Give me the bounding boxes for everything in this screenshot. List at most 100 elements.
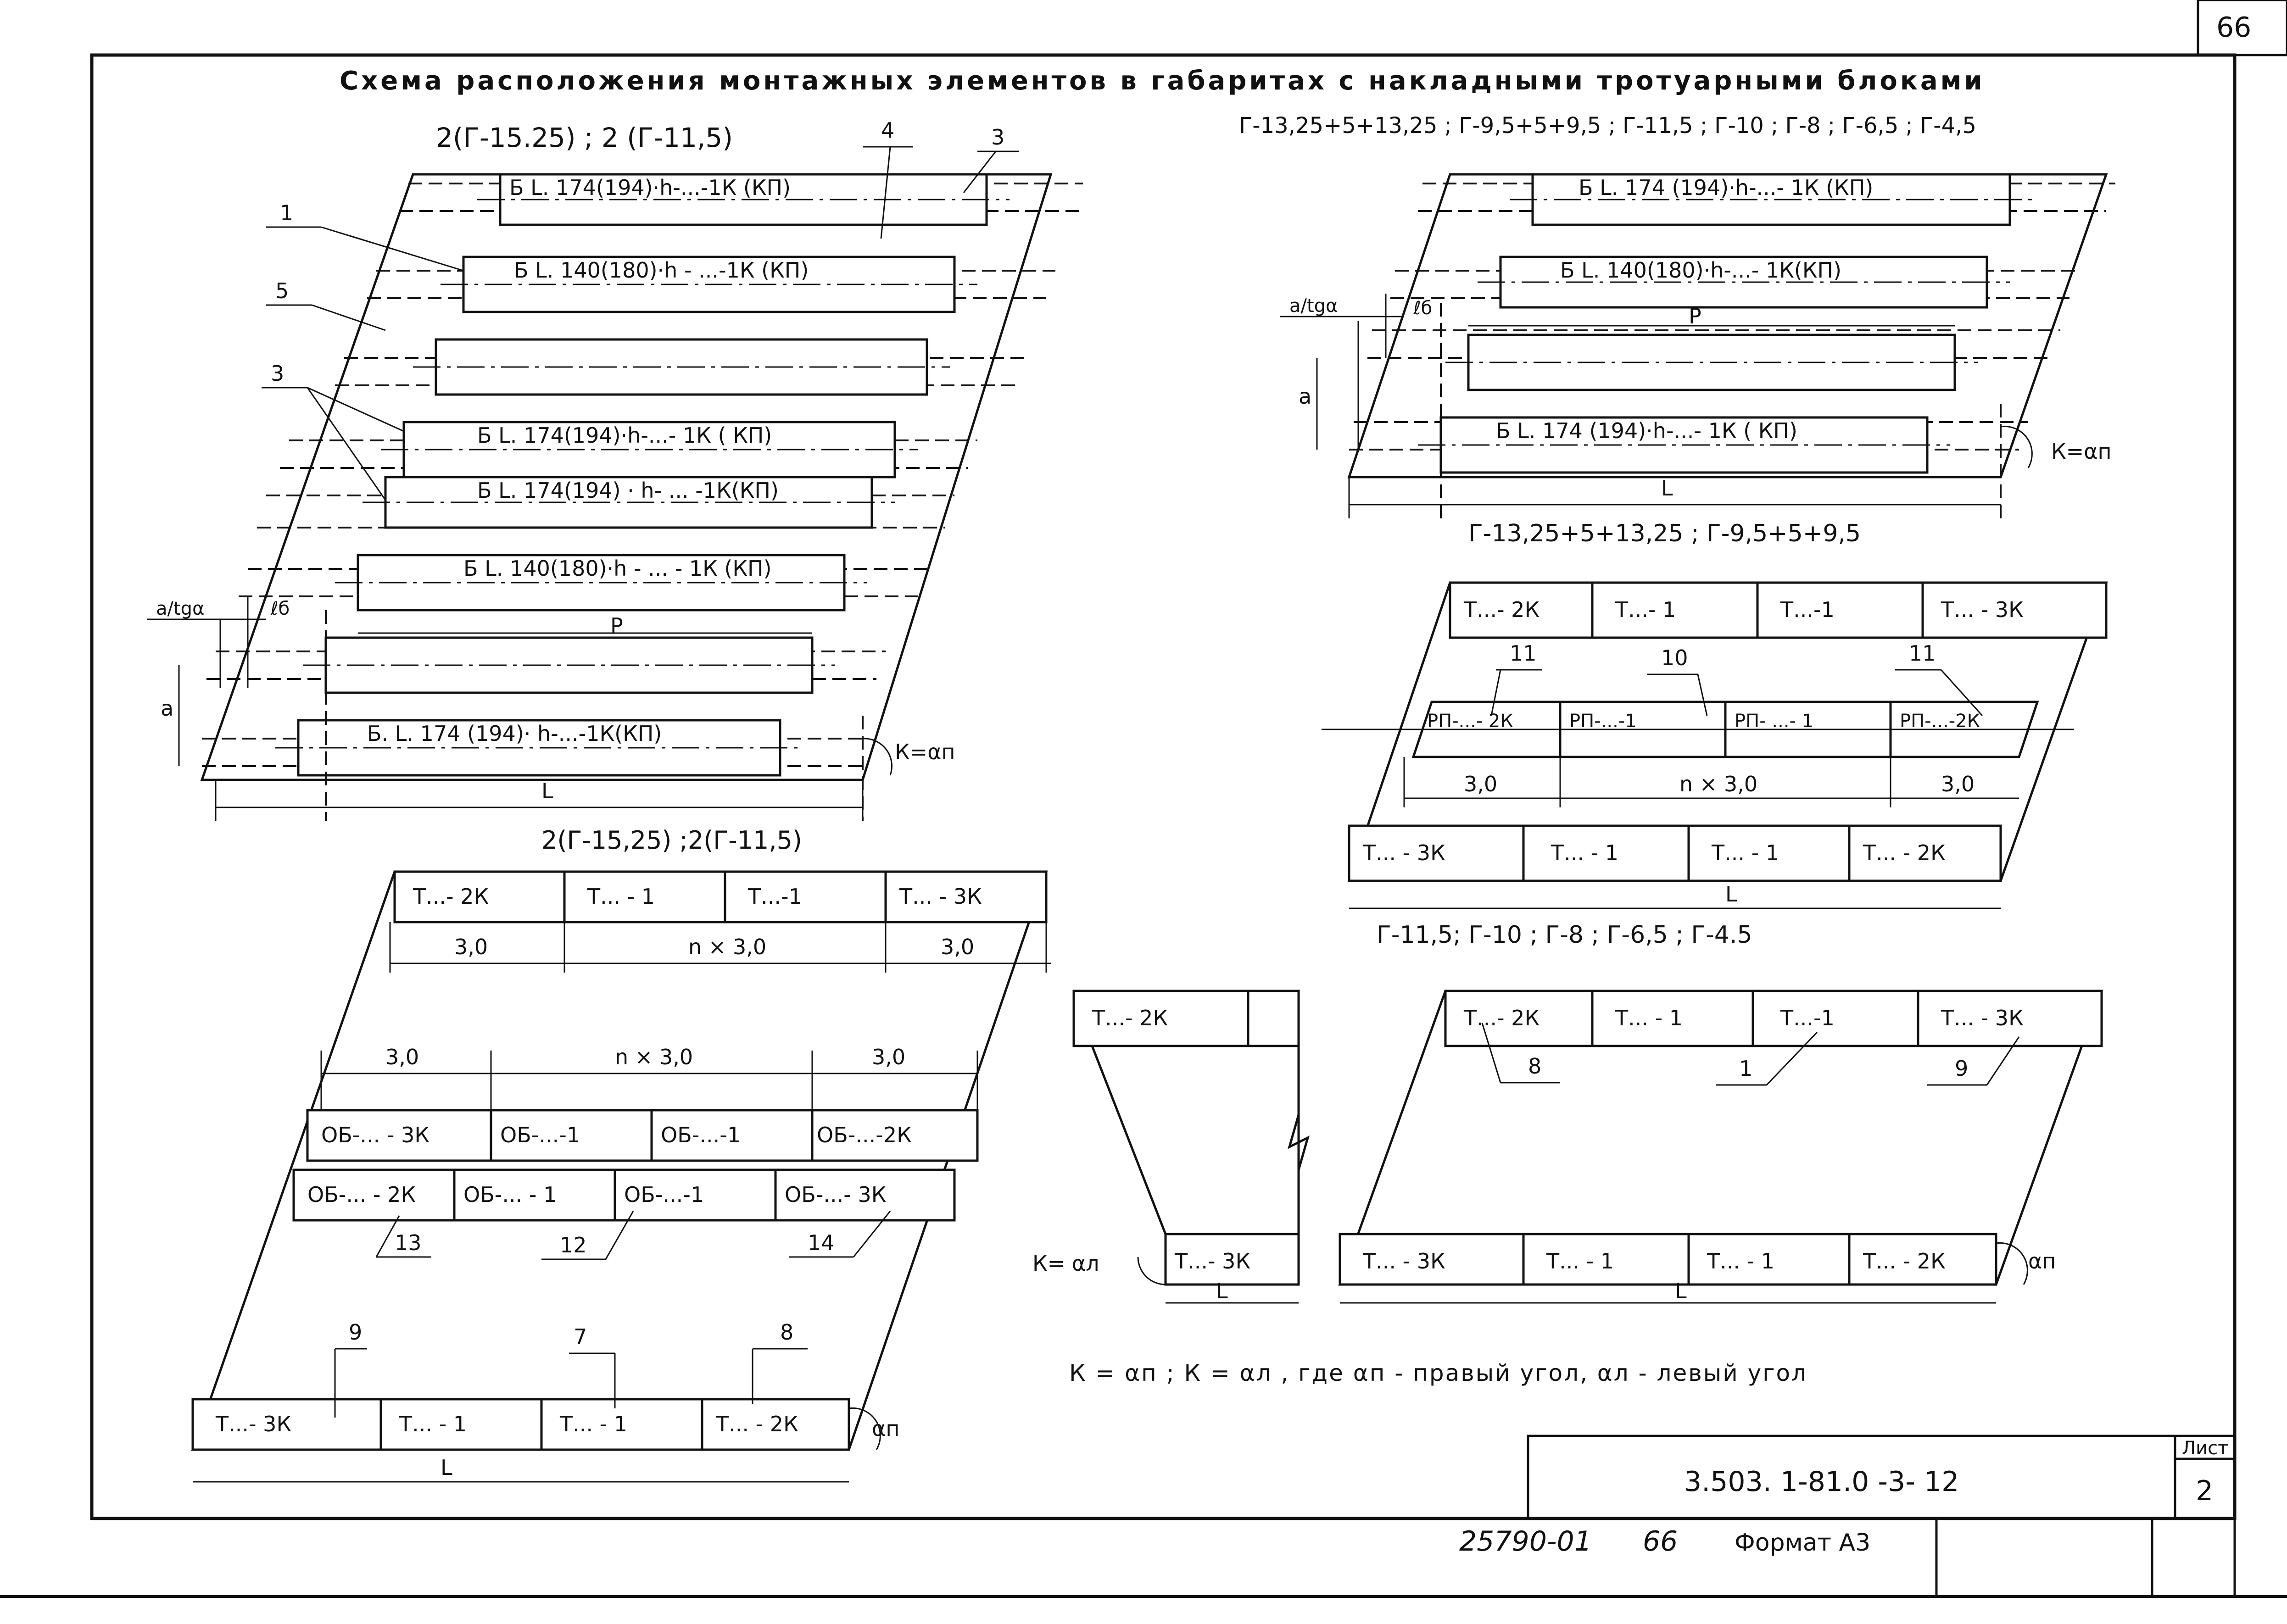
mid-top-3: Т...-1 xyxy=(1780,597,1835,622)
dim-p-right: Р xyxy=(1689,304,1701,328)
left-beam-1-label: Б L. 174(194)·h-...-1К (КП) xyxy=(509,175,791,200)
subtitle-right: Г-13,25+5+13,25 ; Г-9,5+5+9,5 ; Г-11,5 ;… xyxy=(1239,113,1976,139)
dim-a-left: a xyxy=(161,696,173,721)
dim-L-br: L xyxy=(1675,1279,1687,1303)
br-bottom-2: Т... - 1 xyxy=(1546,1249,1614,1274)
mid-bottom-1: Т... - 3К xyxy=(1362,840,1445,865)
rp-4: РП-...-2К xyxy=(1900,711,1980,732)
br-top-1: Т...- 2К xyxy=(1463,1006,1540,1030)
callout-13: 13 xyxy=(395,1230,422,1255)
br-bottom-1: Т... - 3К xyxy=(1362,1249,1445,1274)
small-top-label: Т...- 2К xyxy=(1092,1006,1168,1030)
br-bottom-3: Т... - 1 xyxy=(1707,1249,1774,1274)
sw-top-2: Т... - 1 xyxy=(587,884,655,909)
br-top-3: Т...-1 xyxy=(1780,1006,1835,1030)
small-detail: Т...- 2К Т...- 3К К= αл L xyxy=(1032,990,1310,1304)
left-beam-4-label: Б L. 174(194)·h-...- 1К ( КП) xyxy=(477,423,772,448)
legend: К = αп ; К = αл , где αп - правый угол, … xyxy=(1069,1360,1807,1386)
dim-p-left: Р xyxy=(610,613,623,638)
mid-top-4: Т... - 3К xyxy=(1941,597,2024,622)
left-deck-outline xyxy=(200,173,1053,781)
br-top-4: Т... - 3К xyxy=(1941,1006,2024,1030)
br-top-2: Т... - 1 xyxy=(1615,1006,1683,1030)
left-beam-2-label: Б L. 140(180)·h - ...-1К (КП) xyxy=(514,258,809,283)
footer-number: 25790-01 xyxy=(1459,1525,1592,1557)
dim-a-tg-right: a/tgα xyxy=(1289,295,1338,317)
caption-left: 2(Г-15,25) ;2(Г-11,5) xyxy=(541,826,802,855)
dim-3-0-b: 3,0 xyxy=(941,934,974,959)
dim-L-small: L xyxy=(1216,1279,1228,1303)
left-beam-5-label: Б L. 174(194) · h- ... -1К(КП) xyxy=(477,478,779,503)
dim-3-0-a: 3,0 xyxy=(454,934,488,959)
left-beam-layout: Б L. 174(194)·h-...-1К (КП) Б L. 140(180… xyxy=(147,118,1083,855)
dim-3-0-c: 3,0 xyxy=(385,1045,419,1069)
callout-5: 5 xyxy=(275,278,289,303)
dim-3-0-d: 3,0 xyxy=(872,1045,905,1069)
callout-1-right: 1 xyxy=(1739,1056,1752,1081)
callout-9-left: 9 xyxy=(349,1320,362,1345)
callout-12: 12 xyxy=(560,1233,587,1257)
stamp-code: 3.503. 1-81.0 -3- 12 xyxy=(1684,1466,1959,1498)
ob-row1-4: ОБ-...-2К xyxy=(817,1123,912,1147)
footer-format: Формат А3 xyxy=(1735,1529,1870,1557)
dim-3-0-f: 3,0 xyxy=(1941,772,1975,796)
caption-right-mid: Г-11,5; Г-10 ; Г-8 ; Г-6,5 ; Г-4.5 xyxy=(1377,921,1752,949)
ob-row1-1: ОБ-... - 3К xyxy=(321,1123,430,1147)
title-block: 3.503. 1-81.0 -3- 12 Лист 2 xyxy=(1527,1435,2236,1598)
callout-11-left: 11 xyxy=(1510,641,1537,666)
sw-top-3: Т...-1 xyxy=(747,884,802,909)
callout-14: 14 xyxy=(808,1230,835,1255)
stamp-sheet-label: Лист xyxy=(2182,1438,2228,1459)
k-right-right: К=αп xyxy=(2051,439,2112,464)
callout-7: 7 xyxy=(574,1324,587,1349)
dim-3-0-e: 3,0 xyxy=(1464,772,1497,796)
callout-8-left: 8 xyxy=(780,1320,793,1345)
sw-bottom-1: Т...- 3К xyxy=(215,1412,291,1436)
alpha-p-br: αп xyxy=(2028,1249,2056,1274)
ob-row1-2: ОБ-...-1 xyxy=(500,1123,580,1147)
dim-L-mid: L xyxy=(1725,882,1737,907)
small-bottom-label: Т...- 3К xyxy=(1174,1249,1250,1274)
sw-top-4: Т... - 3К xyxy=(899,884,982,909)
mid-bottom-2: Т... - 1 xyxy=(1551,840,1618,865)
sw-bottom-2: Т... - 1 xyxy=(399,1412,467,1436)
mid-top-1: Т...- 2К xyxy=(1463,597,1540,622)
sw-top-1: Т...- 2К xyxy=(413,884,489,909)
page-title: Схема расположения монтажных элементов в… xyxy=(340,66,1985,96)
ob-row2-1: ОБ-... - 2К xyxy=(307,1182,416,1207)
stamp-sheet-number: 2 xyxy=(2196,1475,2213,1507)
callout-8-right: 8 xyxy=(1528,1054,1541,1079)
mid-bottom-4: Т... - 2К xyxy=(1863,840,1946,865)
sheet-frame xyxy=(90,53,2237,1520)
sw-bottom-3: Т... - 1 xyxy=(559,1412,627,1436)
dim-n30-c: n × 3,0 xyxy=(1679,772,1757,796)
left-beam-8-label: Б. L. 174 (194)· h-...-1К(КП) xyxy=(367,721,662,746)
alpha-p-left-bottom: αп xyxy=(872,1416,899,1441)
sheet-number-box xyxy=(2197,0,2287,56)
rp-1: РП-...- 2К xyxy=(1427,711,1513,732)
left-sidewalk-layout: Т...- 2К Т... - 1 Т...-1 Т... - 3К 3,0 n… xyxy=(191,870,1051,1483)
k-left: К= αл xyxy=(1032,1251,1099,1276)
dim-L-right: L xyxy=(1661,476,1673,501)
ob-row2-2: ОБ-... - 1 xyxy=(463,1182,557,1207)
rp-2: РП-...-1 xyxy=(1569,711,1637,732)
right-deck-outline xyxy=(1347,173,2108,478)
ob-row1-3: ОБ-...-1 xyxy=(661,1123,741,1147)
right-beam-4-label: Б L. 174 (194)·h-...- 1К ( КП) xyxy=(1496,418,1797,443)
ob-row2-3: ОБ-...-1 xyxy=(624,1182,704,1207)
callout-11-right: 11 xyxy=(1909,641,1936,666)
mid-top-2: Т...- 1 xyxy=(1615,597,1676,622)
callout-3-mid: 3 xyxy=(271,361,284,386)
rp-3: РП- ...- 1 xyxy=(1735,711,1813,732)
dim-lb-left: ℓб xyxy=(270,598,290,619)
k-right-left: К=αп xyxy=(895,740,955,764)
dim-a-right: a xyxy=(1299,384,1311,409)
callout-1: 1 xyxy=(280,200,293,225)
footer-page: 66 xyxy=(1643,1525,1678,1557)
dim-n30-b: n × 3,0 xyxy=(615,1045,693,1069)
dim-L-left: L xyxy=(541,779,553,803)
bottom-right-layout: Т...- 2К Т... - 1 Т...-1 Т... - 3К 8 1 9… xyxy=(1338,990,2103,1304)
sheet-number-top: 66 xyxy=(2216,11,2251,44)
callout-4: 4 xyxy=(881,118,894,143)
